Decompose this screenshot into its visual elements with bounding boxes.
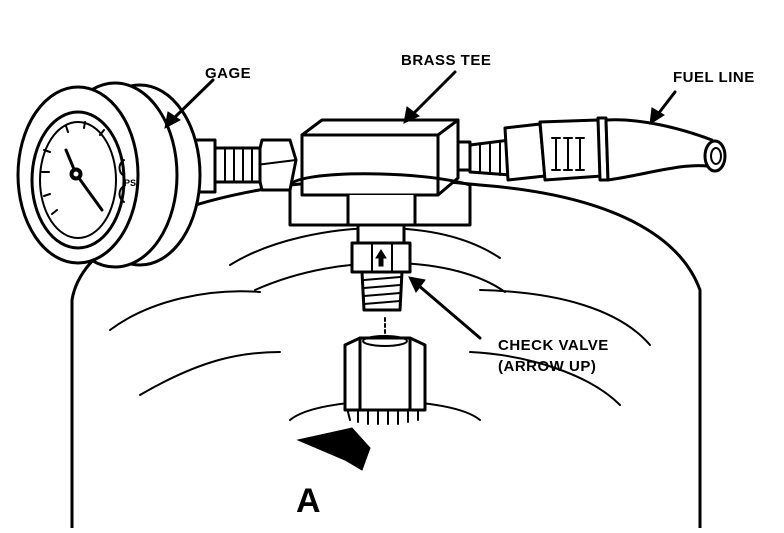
fuel-line-connector — [456, 116, 610, 182]
fuel-line-arrow-icon — [649, 107, 665, 125]
check-valve-leader-arrow — [416, 283, 482, 340]
gage-leader-arrow — [170, 78, 215, 122]
svg-text:PSI: PSI — [124, 178, 139, 188]
fuel-line-label: FUEL LINE — [673, 69, 755, 86]
check-valve — [350, 223, 412, 312]
check-valve-sublabel: (ARROW UP) — [498, 358, 596, 375]
fuel-hose — [604, 118, 727, 182]
brass-tee-label: BRASS TEE — [401, 52, 491, 69]
brass-tee-arrow-icon — [403, 106, 420, 124]
canister-fitting — [289, 317, 481, 425]
view-a-indicator — [296, 427, 371, 471]
gage-label: GAGE — [205, 65, 251, 82]
gage-connector — [186, 138, 298, 194]
check-valve-label: CHECK VALVE — [498, 337, 609, 354]
view-letter-label: A — [296, 482, 321, 520]
arrow-up-icon — [375, 249, 387, 267]
leader-arrows — [164, 70, 677, 340]
brass-tee-leader-arrow — [410, 70, 457, 117]
view-a-arrow-icon — [296, 427, 371, 471]
gage-arrow-icon — [164, 111, 181, 129]
brass-tee — [288, 118, 472, 227]
pressure-gage: PSI — [16, 81, 202, 269]
check-valve-arrow-icon — [408, 276, 426, 293]
